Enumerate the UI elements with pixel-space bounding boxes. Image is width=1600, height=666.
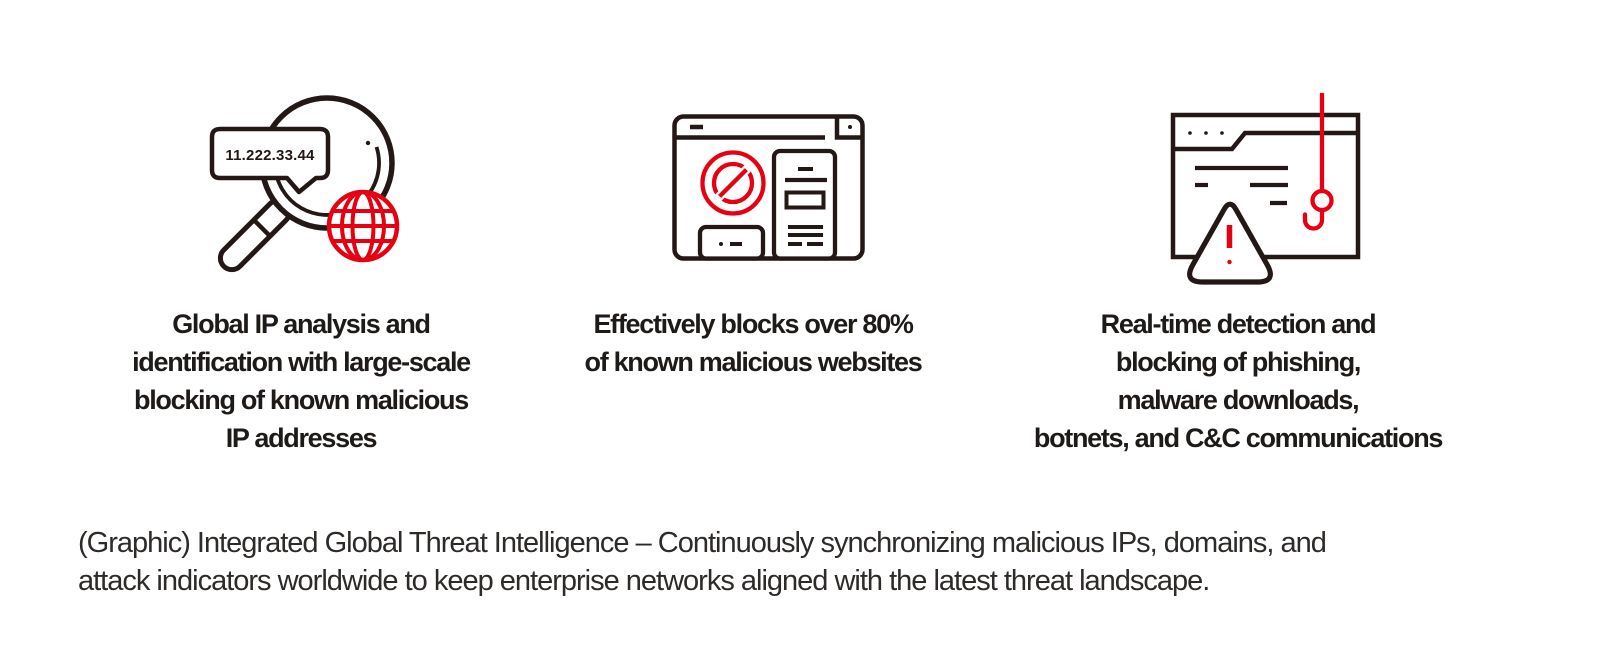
window-dot: [1220, 131, 1224, 135]
window-dot: [1204, 131, 1208, 135]
browser-corner-cell: [834, 116, 863, 140]
ip-analysis-magnifier-globe-icon: 11.222.33.44: [209, 95, 400, 273]
feature-caption-realtime-detection: Real-time detection and blocking of phis…: [984, 305, 1492, 457]
warning-triangle-icon: [1187, 201, 1273, 285]
graphic-caption-line: attack indicators worldwide to keep ente…: [78, 565, 1210, 597]
document-text-lines: [1195, 165, 1288, 206]
browser-window: [672, 114, 865, 261]
graphic-caption-line: (Graphic) Integrated Global Threat Intel…: [78, 527, 1327, 559]
graphic-caption: (Graphic) Integrated Global Threat Intel…: [78, 524, 1327, 600]
exclamation-dot: [1227, 259, 1232, 265]
caption-line: malware downloads,: [1117, 385, 1360, 415]
globe-icon: [326, 189, 400, 263]
caption-line: identification with large-scale: [132, 347, 471, 377]
feature-caption-ip-analysis: Global IP analysis and identification wi…: [47, 305, 555, 457]
blocked-website-browser-icon: [672, 114, 865, 261]
browser-bottom-panel: [697, 224, 766, 261]
block-prohibition-icon: [700, 150, 766, 216]
caption-line: Global IP analysis and: [172, 309, 431, 339]
window-dot: [1188, 131, 1192, 135]
lens-glint-dot: [365, 140, 371, 146]
feature-caption-website-blocking: Effectively blocks over 80% of known mal…: [499, 305, 1007, 381]
caption-line: Effectively blocks over 80%: [593, 309, 913, 339]
ip-address-text: 11.222.33.44: [225, 147, 315, 164]
caption-line: botnets, and C&C communications: [1033, 423, 1444, 453]
caption-line: Real-time detection and: [1100, 309, 1377, 339]
browser-sidebar: [771, 148, 838, 261]
caption-line: blocking of phishing,: [1115, 347, 1361, 377]
folder-tab-line: [1173, 130, 1358, 152]
caption-line: blocking of known malicious: [134, 385, 469, 415]
ip-speech-bubble: 11.222.33.44: [209, 126, 331, 195]
phishing-hook-icon: [1302, 93, 1334, 231]
phishing-malware-alert-hook-icon: [1170, 93, 1361, 285]
titlebar-dot: [848, 125, 852, 129]
caption-line: IP addresses: [225, 423, 378, 453]
caption-line: of known malicious websites: [584, 347, 923, 377]
